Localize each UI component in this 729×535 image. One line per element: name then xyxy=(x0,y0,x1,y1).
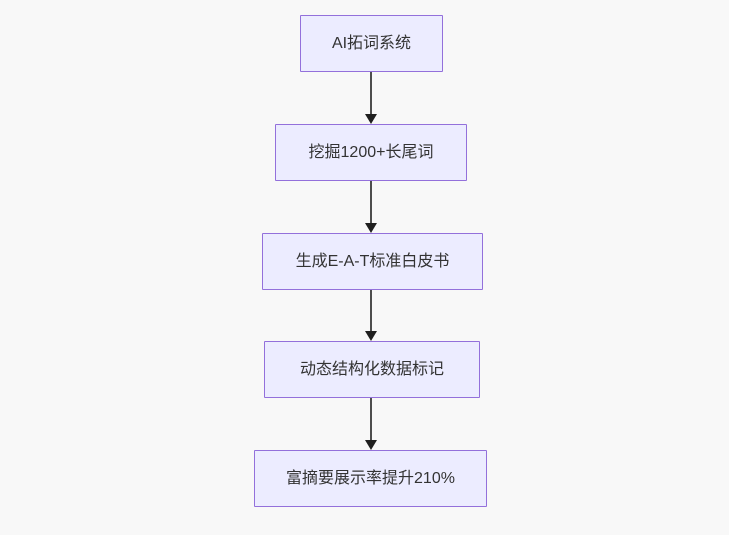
flow-node-eat-whitepaper: 生成E-A-T标准白皮书 xyxy=(262,233,483,290)
flow-node-label: 生成E-A-T标准白皮书 xyxy=(295,252,450,270)
flow-arrow-down-icon xyxy=(365,290,377,341)
flow-node-label: 富摘要展示率提升210% xyxy=(286,469,455,487)
flow-node-label: 挖掘1200+长尾词 xyxy=(308,143,434,161)
flow-node-label: AI拓词系统 xyxy=(331,34,412,52)
flow-node-label: 动态结构化数据标记 xyxy=(299,360,444,378)
flow-arrow-down-icon xyxy=(365,72,377,124)
flow-node-structured-data-markup: 动态结构化数据标记 xyxy=(264,341,480,398)
flow-arrow-down-icon xyxy=(365,181,377,233)
flow-node-ai-word-expansion: AI拓词系统 xyxy=(300,15,443,72)
flow-arrow-down-icon xyxy=(365,398,377,450)
flow-node-longtail-mining: 挖掘1200+长尾词 xyxy=(275,124,467,181)
flow-node-rich-snippet-result: 富摘要展示率提升210% xyxy=(254,450,487,507)
